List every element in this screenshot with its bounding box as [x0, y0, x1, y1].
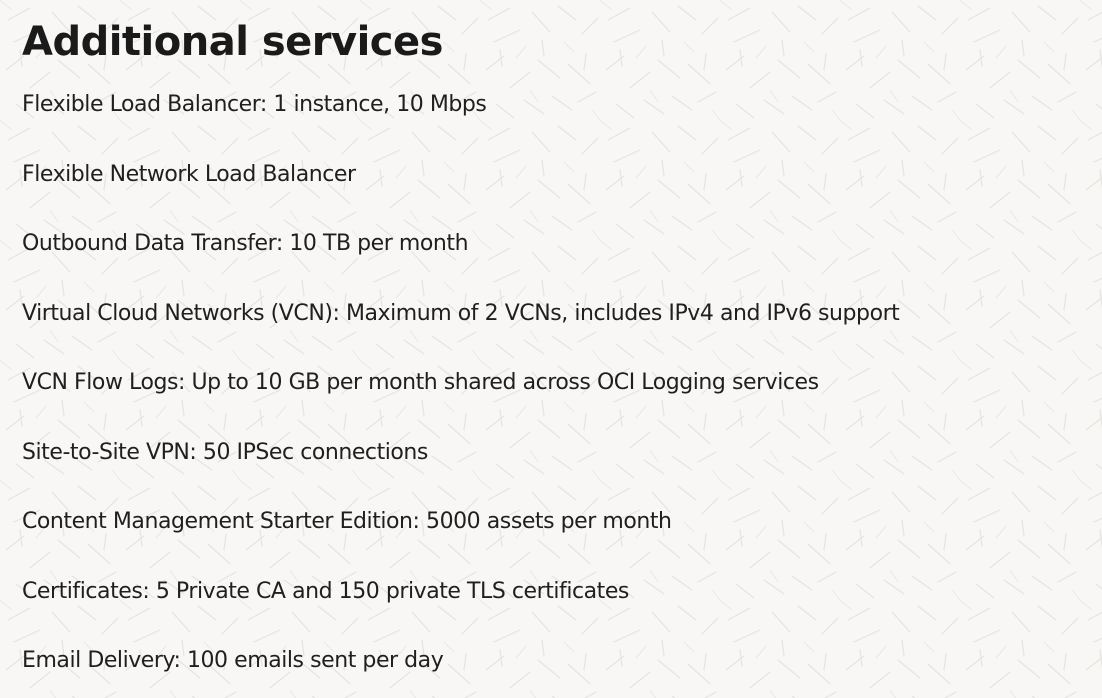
- service-item: Site-to-Site VPN: 50 IPSec connections: [22, 440, 428, 465]
- service-item: Flexible Load Balancer: 1 instance, 10 M…: [22, 92, 487, 117]
- service-item: Virtual Cloud Networks (VCN): Maximum of…: [22, 301, 900, 326]
- service-item: Email Delivery: 100 emails sent per day: [22, 648, 444, 673]
- service-item: Content Management Starter Edition: 5000…: [22, 509, 672, 534]
- service-item: Flexible Network Load Balancer: [22, 162, 356, 187]
- section-heading: Additional services: [22, 19, 443, 65]
- service-item: Certificates: 5 Private CA and 150 priva…: [22, 579, 629, 604]
- service-item: Outbound Data Transfer: 10 TB per month: [22, 231, 469, 256]
- additional-services-section: Additional services Flexible Load Balanc…: [22, 14, 1092, 673]
- service-item: VCN Flow Logs: Up to 10 GB per month sha…: [22, 370, 819, 395]
